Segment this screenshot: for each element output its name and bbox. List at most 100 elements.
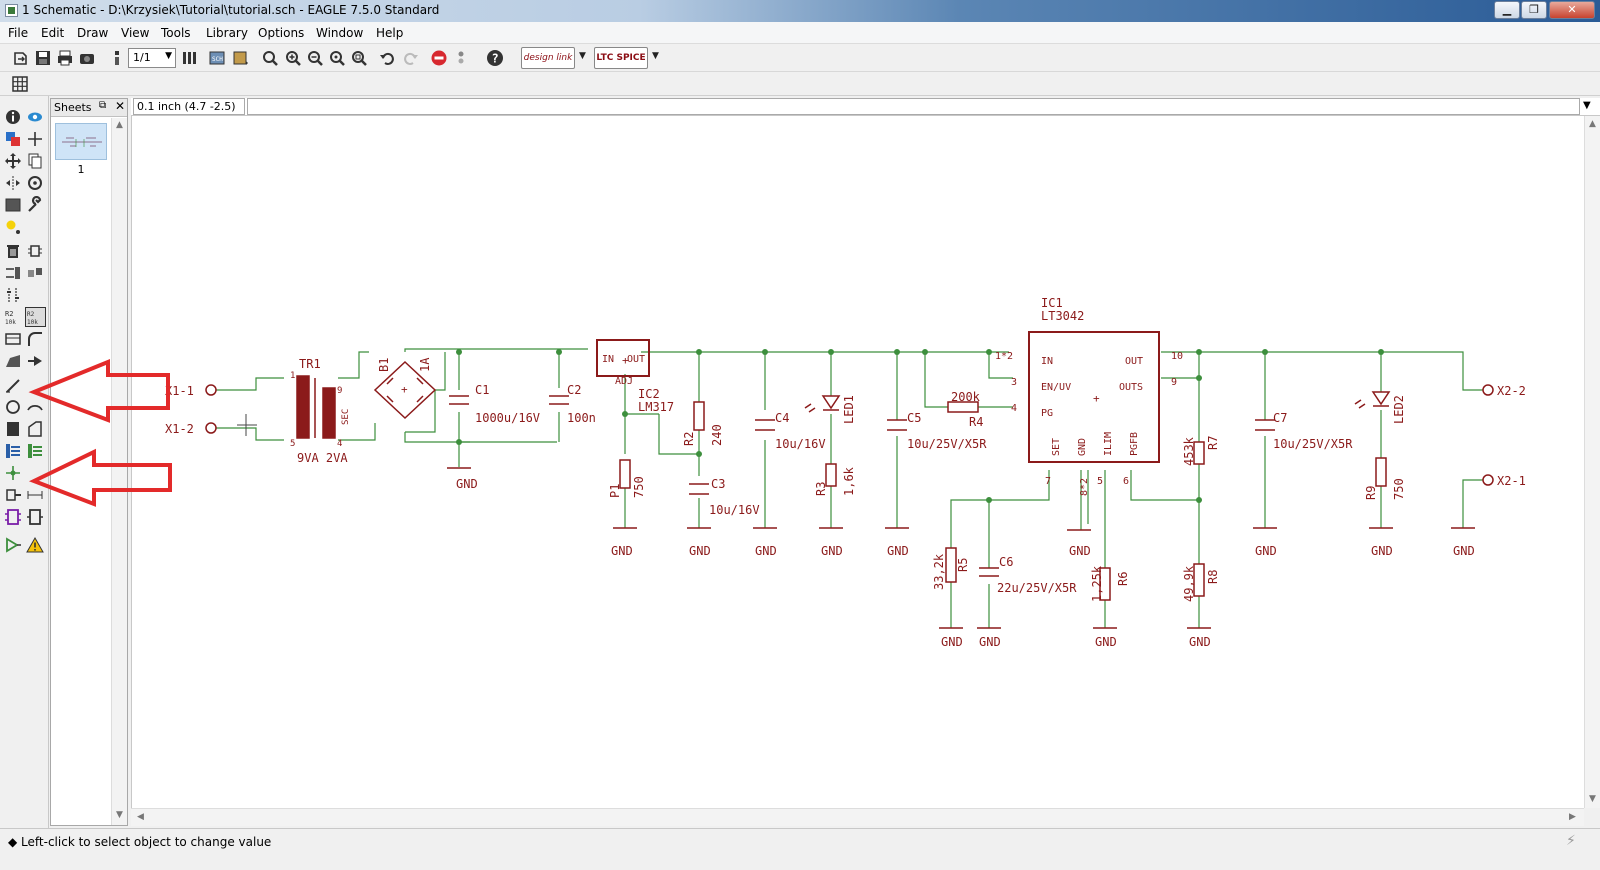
invoke-icon[interactable] — [26, 352, 44, 370]
erc-icon[interactable] — [4, 536, 22, 554]
design-link-button[interactable]: design link — [521, 47, 575, 69]
vertical-scrollbar[interactable]: ▲ ▼ — [1584, 116, 1600, 808]
close-button[interactable]: ✕ — [1549, 1, 1595, 19]
wire-icon[interactable] — [4, 376, 22, 394]
label-tr1-pin9: 9 — [337, 386, 342, 396]
show-icon[interactable] — [26, 108, 44, 126]
scroll-up-icon[interactable]: ▲ — [116, 120, 123, 130]
scroll-down-icon[interactable]: ▼ — [1589, 794, 1596, 804]
circle-icon[interactable] — [4, 398, 22, 416]
rect-icon[interactable] — [4, 420, 22, 438]
menu-library[interactable]: Library — [206, 26, 248, 40]
chevron-down-icon[interactable]: ▼ — [579, 51, 586, 61]
rotate-icon[interactable] — [26, 174, 44, 192]
paste-icon[interactable] — [4, 218, 22, 236]
schematic-canvas[interactable]: X1-1 X1-2 X2-2 X2-1 TR1 9VA 2VA 1 5 9 4 … — [131, 116, 1584, 808]
sheets-scrollbar[interactable]: ▲ ▼ — [111, 118, 127, 825]
warning-icon[interactable] — [26, 536, 44, 554]
split-icon[interactable] — [4, 352, 22, 370]
menu-tools[interactable]: Tools — [161, 26, 191, 40]
label-p1: P1 — [608, 484, 622, 498]
print-icon[interactable] — [56, 49, 74, 67]
replace-icon[interactable] — [4, 286, 22, 304]
cam-processor-icon[interactable] — [78, 49, 96, 67]
net-icon[interactable] — [26, 442, 44, 460]
menu-file[interactable]: File — [8, 26, 29, 40]
board-switch-icon[interactable] — [181, 49, 199, 67]
minimize-button[interactable]: ▁ — [1494, 1, 1520, 19]
info-icon[interactable] — [4, 108, 22, 126]
menu-help[interactable]: Help — [376, 26, 404, 40]
delete-icon[interactable] — [4, 242, 22, 260]
undo-icon[interactable] — [378, 49, 396, 67]
pinswap-icon[interactable] — [4, 264, 22, 282]
add-icon[interactable] — [26, 242, 44, 260]
change-icon[interactable] — [26, 196, 44, 214]
sheet-thumbnail[interactable] — [55, 123, 107, 160]
horizontal-scrollbar[interactable]: ◀ ▶ — [131, 808, 1584, 826]
scroll-down-icon[interactable]: ▼ — [116, 810, 123, 820]
zoom-select-icon[interactable] — [350, 49, 368, 67]
mirror-icon[interactable] — [4, 174, 22, 192]
chevron-down-icon[interactable]: ▼ — [652, 51, 659, 61]
smash-icon[interactable] — [4, 330, 22, 348]
display-layers-icon[interactable] — [4, 130, 22, 148]
label-ic1: IC1 — [1041, 296, 1063, 310]
junction-icon[interactable] — [4, 464, 22, 482]
menu-edit[interactable]: Edit — [41, 26, 65, 40]
ltc-spice-button[interactable]: LTC SPICE — [594, 47, 648, 69]
dimension-icon[interactable] — [26, 486, 44, 504]
wires — [216, 348, 1483, 628]
connector-x2-1[interactable] — [1482, 474, 1494, 486]
label-c7: C7 — [1273, 411, 1287, 425]
zoom-redraw-icon[interactable] — [328, 49, 346, 67]
connector-x1-1[interactable] — [205, 384, 217, 396]
command-line-input[interactable] — [247, 98, 1580, 115]
frame-icon[interactable] — [26, 508, 44, 526]
zoom-in-icon[interactable] — [284, 49, 302, 67]
menu-options[interactable]: Options — [258, 26, 305, 40]
go-icon[interactable] — [452, 49, 470, 67]
schematic-drawing[interactable]: X1-1 X1-2 X2-2 X2-1 TR1 9VA 2VA 1 5 9 4 … — [132, 116, 1584, 808]
menu-draw[interactable]: Draw — [77, 26, 109, 40]
connector-x1-2[interactable] — [205, 422, 217, 434]
mark-icon[interactable] — [26, 130, 44, 148]
redo-icon[interactable] — [402, 49, 420, 67]
move-icon[interactable] — [4, 152, 22, 170]
schematic-board-icon[interactable]: SCH — [208, 49, 226, 67]
menu-window[interactable]: Window — [316, 26, 364, 40]
scroll-right-icon[interactable]: ▶ — [1569, 812, 1576, 822]
chevron-down-icon[interactable]: ▼ — [1583, 100, 1591, 111]
maximize-button[interactable]: ❐ — [1521, 1, 1547, 19]
stop-icon[interactable] — [430, 49, 448, 67]
connector-x2-2[interactable] — [1482, 384, 1494, 396]
label-c1: C1 — [475, 383, 489, 397]
miter-icon[interactable] — [26, 330, 44, 348]
help-icon[interactable]: ? — [486, 49, 504, 67]
polygon-icon[interactable] — [26, 420, 44, 438]
arc-icon[interactable] — [26, 398, 44, 416]
gateswap-icon[interactable] — [26, 264, 44, 282]
close-panel-icon[interactable]: ✕ — [115, 99, 126, 113]
menu-view[interactable]: View — [121, 26, 150, 40]
scroll-up-icon[interactable]: ▲ — [1589, 119, 1596, 129]
script-icon[interactable] — [232, 49, 250, 67]
sheet-select[interactable]: 1/1▼ — [128, 48, 176, 68]
group-icon[interactable] — [4, 196, 22, 214]
attribute-icon[interactable] — [4, 508, 22, 526]
zoom-fit-icon[interactable] — [261, 49, 279, 67]
open-icon[interactable] — [12, 49, 30, 67]
zoom-out-icon[interactable] — [306, 49, 324, 67]
label-r9: R9 — [1364, 486, 1378, 500]
undock-icon[interactable]: ⧉ — [99, 100, 107, 111]
save-icon[interactable] — [34, 49, 52, 67]
bus-icon[interactable] — [4, 442, 22, 460]
label-r2-value: 240 — [710, 424, 724, 446]
grid-icon[interactable] — [11, 75, 29, 93]
label-icon[interactable] — [4, 486, 22, 504]
scroll-left-icon[interactable]: ◀ — [137, 812, 144, 822]
copy-icon[interactable] — [26, 152, 44, 170]
sheet-switch-icon[interactable] — [108, 49, 126, 67]
